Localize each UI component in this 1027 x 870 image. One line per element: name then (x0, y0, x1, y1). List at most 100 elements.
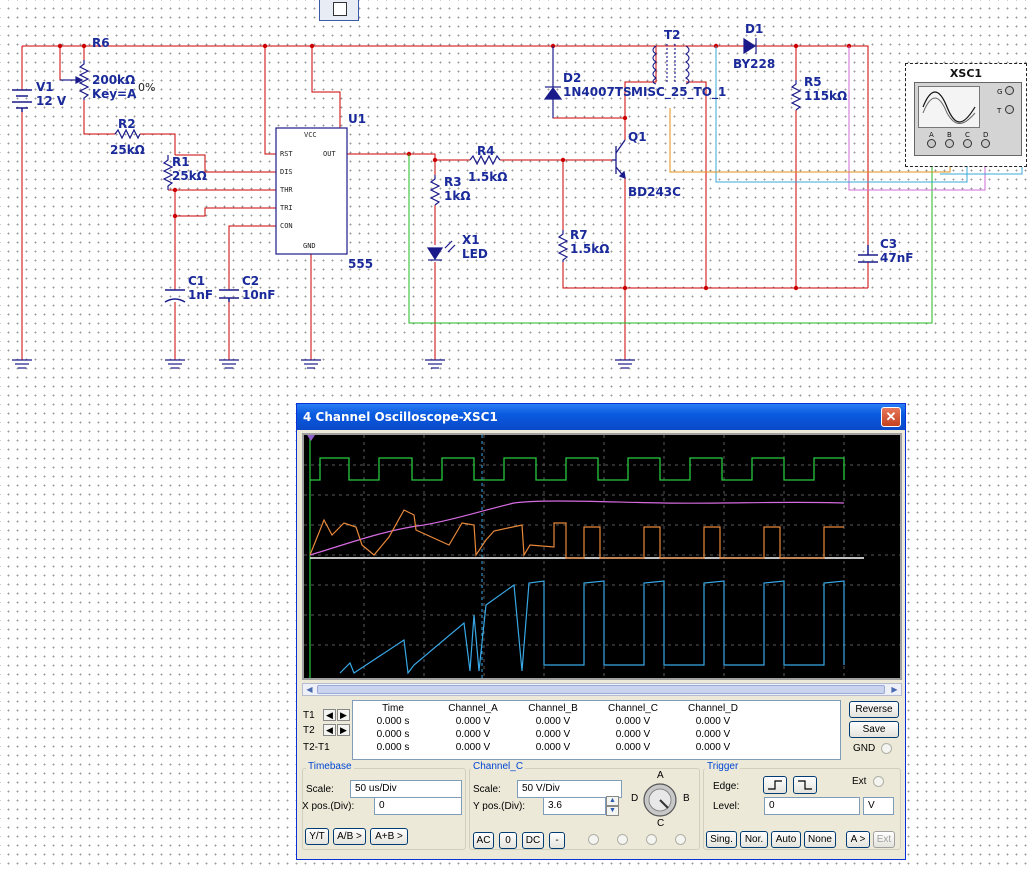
t2-channel-c: 0.000 V (615, 729, 651, 740)
t1-left-arrow-icon[interactable]: ◀ (323, 709, 336, 721)
minus-button[interactable]: - (549, 832, 565, 849)
xsc1-label: XSC1 (949, 67, 983, 80)
channel-a-radio[interactable] (588, 834, 599, 845)
ext-radio[interactable] (873, 776, 884, 787)
xsc1-term-b[interactable] (945, 139, 954, 148)
xsc1-instrument[interactable]: XSC1 G T A B C D (905, 63, 1027, 167)
t2-value: MISC_25_TO_1 (631, 85, 727, 99)
t1-channel-c: 0.000 V (615, 716, 651, 727)
t2-t1-channel-d: 0.000 V (695, 742, 731, 753)
ypos-up-icon[interactable]: ▲ (606, 796, 619, 806)
t2-label: T2 (303, 725, 315, 736)
u1-pin-dis: DIS (280, 168, 293, 176)
r6-key: Key=A (92, 87, 137, 101)
rising-edge-button[interactable] (763, 776, 787, 794)
horizontal-scrollbar[interactable]: ◀ ▶ (302, 683, 902, 696)
ext-source-button[interactable]: Ext (873, 831, 895, 848)
oscilloscope-window: 4 Channel Oscilloscope-XSC1 ✕ (296, 403, 906, 860)
t2-time: 0.000 s (376, 729, 410, 740)
xpos-label: X pos.(Div): (302, 801, 355, 812)
auto-button[interactable]: Auto (771, 831, 801, 848)
t1-right-arrow-icon[interactable]: ▶ (337, 709, 350, 721)
falling-edge-icon (798, 780, 812, 790)
toolbar-button[interactable] (319, 0, 359, 21)
single-button[interactable]: Sing. (706, 831, 737, 848)
sine-icon (922, 91, 976, 124)
c1-value: 1nF (188, 288, 214, 302)
header-channel-d: Channel_D (687, 703, 739, 714)
xsc1-term-b-label: B (947, 131, 952, 139)
u1-label: U1 (348, 112, 367, 126)
t2-t1-channel-c: 0.000 V (615, 742, 651, 753)
xsc1-face: G T A B C D (914, 82, 1022, 156)
close-button[interactable]: ✕ (881, 407, 901, 427)
header-time: Time (382, 703, 404, 714)
level-unit[interactable]: V (863, 797, 894, 815)
channel-c-radio[interactable] (646, 834, 657, 845)
x1-value: LED (462, 247, 488, 261)
xsc1-term-g[interactable] (1005, 86, 1014, 95)
channel-d-radio[interactable] (675, 834, 686, 845)
v1-value: 12 V (36, 94, 67, 108)
t1-channel-d: 0.000 V (695, 716, 731, 727)
level-input[interactable]: 0 (764, 797, 860, 815)
yt-button[interactable]: Y/T (305, 828, 329, 845)
a-source-button[interactable]: A > (846, 831, 870, 848)
channel-knob[interactable] (642, 782, 678, 818)
u1-pin-thr: THR (280, 186, 293, 194)
c3-label: C3 (880, 237, 898, 251)
u1-pin-vcc: VCC (304, 131, 317, 139)
channel-b-radio[interactable] (617, 834, 628, 845)
ypos-down-icon[interactable]: ▼ (606, 806, 619, 816)
schematic-canvas (12, 37, 1023, 369)
save-button[interactable]: Save (849, 721, 899, 738)
ypos-input[interactable]: 3.6 (543, 797, 606, 815)
d1-value: BY228 (733, 57, 776, 71)
none-button[interactable]: None (804, 831, 836, 848)
u1-pin-gnd: GND (303, 242, 316, 250)
r5-value: 115kΩ (804, 89, 848, 103)
xsc1-term-a[interactable] (927, 139, 936, 148)
dc-button[interactable]: DC (522, 832, 544, 849)
timebase-scale-input[interactable]: 50 us/Div (350, 780, 462, 798)
r7-value: 1.5kΩ (570, 242, 610, 256)
xsc1-term-c[interactable] (963, 139, 972, 148)
t2-t1-channel-a: 0.000 V (455, 742, 491, 753)
v1-label: V1 (36, 80, 54, 94)
header-channel-b: Channel_B (528, 703, 578, 714)
normal-button[interactable]: Nor. (740, 831, 768, 848)
t2-left-arrow-icon[interactable]: ◀ (323, 724, 336, 736)
xsc1-term-d[interactable] (981, 139, 990, 148)
scroll-thumb[interactable] (317, 685, 885, 694)
r3-value: 1kΩ (444, 189, 471, 203)
r6-value: 200kΩ (92, 73, 136, 87)
xsc1-term-d-label: D (983, 131, 989, 139)
xpos-input[interactable]: 0 (374, 797, 462, 815)
ab-button[interactable]: A/B > (333, 828, 366, 845)
r1-label: R1 (172, 155, 190, 169)
ac-button[interactable]: AC (473, 832, 494, 849)
window-titlebar[interactable]: 4 Channel Oscilloscope-XSC1 ✕ (297, 404, 905, 430)
knob-d-label: D (631, 793, 639, 804)
scroll-left-icon[interactable]: ◀ (306, 685, 313, 694)
document-icon (333, 2, 347, 16)
t2-t1-time: 0.000 s (376, 742, 410, 753)
gnd-radio[interactable] (881, 743, 892, 754)
xsc1-term-t[interactable] (1005, 105, 1014, 114)
window-title: 4 Channel Oscilloscope-XSC1 (303, 410, 498, 424)
channel-group (469, 768, 700, 850)
t2-right-arrow-icon[interactable]: ▶ (337, 724, 350, 736)
t2-t1-label: T2-T1 (303, 742, 330, 753)
t2-t1-channel-b: 0.000 V (535, 742, 571, 753)
scroll-right-icon[interactable]: ▶ (891, 685, 898, 694)
falling-edge-button[interactable] (793, 776, 817, 794)
zero-button[interactable]: 0 (499, 832, 517, 849)
level-label: Level: (713, 801, 740, 812)
scope-traces (304, 435, 900, 678)
a-plus-b-button[interactable]: A+B > (370, 828, 408, 845)
reverse-button[interactable]: Reverse (849, 701, 899, 718)
r3-label: R3 (444, 175, 462, 189)
t2-label: T2 (664, 28, 681, 42)
knob-b-label: B (683, 793, 690, 804)
scope-display[interactable] (302, 433, 902, 680)
